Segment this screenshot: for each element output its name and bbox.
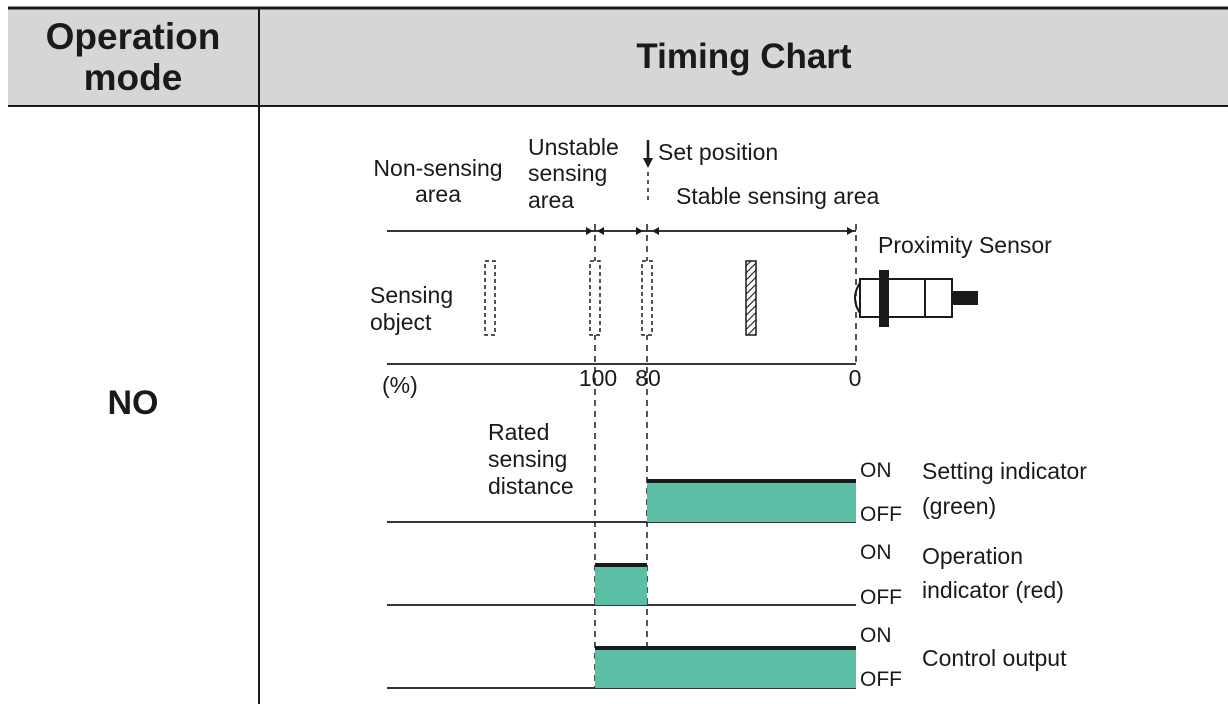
sensing-object-label-line-1: Sensing xyxy=(370,282,453,308)
set-position-label: Set position xyxy=(658,139,778,165)
unstable-area-label-line-1: Unstable xyxy=(528,134,619,160)
scale-tick-100: 100 xyxy=(579,365,617,391)
sensing-object-stable xyxy=(745,260,757,336)
setting-indicator-signal xyxy=(387,479,856,523)
sensing-object-label-line-2: object xyxy=(370,309,432,335)
unstable-area-label-line-3: area xyxy=(528,187,574,213)
sensing-object-set-position xyxy=(641,260,653,336)
non-sensing-area-label-line-2: area xyxy=(415,181,461,207)
operation-indicator-on-label: ON xyxy=(860,541,892,564)
set-position-arrow-icon xyxy=(643,140,653,200)
timing-chart-header: Timing Chart xyxy=(636,37,852,76)
scale-tick-80: 80 xyxy=(635,365,661,391)
stable-sensing-area-label: Stable sensing area xyxy=(676,183,880,209)
rated-sensing-distance-label-line-3: distance xyxy=(488,473,574,499)
operation-mode-value: NO xyxy=(107,384,159,422)
sensing-object-unstable xyxy=(589,260,601,336)
table-grid xyxy=(8,6,1228,704)
area-range-line xyxy=(387,227,856,235)
setting-indicator-name-line-2: (green) xyxy=(922,493,996,519)
scale-tick-0: 0 xyxy=(849,365,862,391)
operation-mode-header: Operation mode xyxy=(8,8,258,106)
setting-indicator-off-label: OFF xyxy=(860,503,902,526)
proximity-sensor-label: Proximity Sensor xyxy=(878,232,1052,258)
proximity-sensor-icon xyxy=(854,270,978,327)
control-output-name: Control output xyxy=(922,645,1067,671)
sensing-object-non-sensing xyxy=(484,260,496,336)
operation-indicator-name-line-1: Operation xyxy=(922,543,1023,569)
sensing-object-positions xyxy=(484,260,757,336)
control-output-off-label: OFF xyxy=(860,668,902,691)
rated-sensing-distance-label-line-2: sensing xyxy=(488,446,567,472)
reference-dashed-lines xyxy=(594,224,857,688)
operation-indicator-name-line-2: indicator (red) xyxy=(922,577,1064,603)
non-sensing-area-label-line-1: Non-sensing xyxy=(373,155,502,181)
table-header-background xyxy=(8,8,1228,106)
rated-sensing-distance-label-line-1: Rated xyxy=(488,419,549,445)
operation-indicator-off-label: OFF xyxy=(860,586,902,609)
operation-indicator-signal xyxy=(387,563,856,606)
operation-mode-header-line-2: mode xyxy=(83,57,183,98)
setting-indicator-name-line-1: Setting indicator xyxy=(922,458,1087,484)
control-output-signal xyxy=(387,646,856,689)
unstable-area-label-line-2: sensing xyxy=(528,160,607,186)
scale-unit-label: (%) xyxy=(382,372,418,398)
operation-mode-header-line-1: Operation xyxy=(45,16,221,57)
control-output-on-label: ON xyxy=(860,624,892,647)
setting-indicator-on-label: ON xyxy=(860,459,892,482)
